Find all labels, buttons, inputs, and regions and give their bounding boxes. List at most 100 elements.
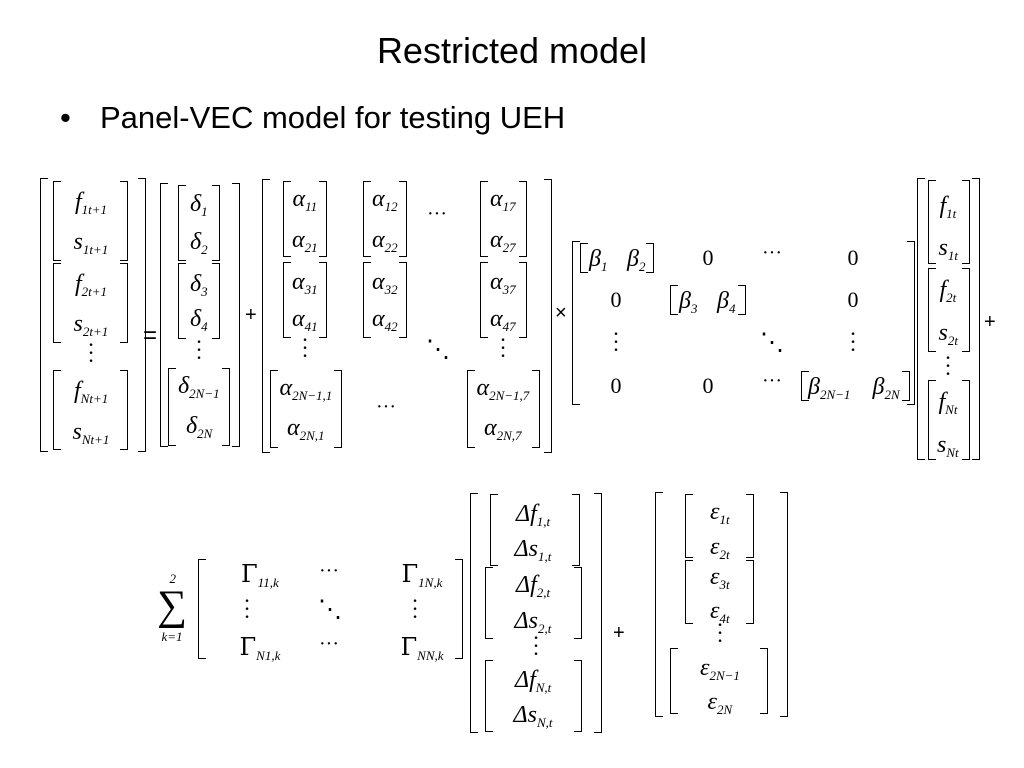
delta-entry: δ1 (190, 191, 208, 219)
slide-title: Restricted model (376, 30, 648, 71)
sum-upper-limit: 2 (169, 570, 177, 586)
beta-block-n-left-bracket (801, 371, 809, 401)
plus-sign: + (245, 303, 257, 326)
alpha-entry: α41 (292, 306, 318, 334)
delta-entry: δ3 (190, 271, 208, 299)
bullet-item: •Panel-VEC model for testing UEH (60, 100, 565, 136)
alpha-block-right-bracket (319, 181, 327, 257)
eps-block-2-right-bracket (746, 560, 754, 624)
lhs-block-2-right-bracket (120, 263, 128, 343)
eps-vector-left-bracket (655, 492, 663, 717)
gamma-entry: ΓNN,k (400, 632, 444, 663)
delta-entry: δ4 (190, 306, 208, 334)
lhs-vector-right-bracket (138, 178, 146, 452)
diff-block-1-left-bracket (490, 494, 498, 566)
zero-entry: 0 (702, 245, 714, 270)
diff-block-n-left-bracket (485, 660, 493, 732)
rhs-block-2-right-bracket (962, 268, 970, 352)
delta-entry: δ2 (190, 229, 208, 257)
alpha-entry: α2N,1 (287, 415, 325, 443)
diff-block-n-right-bracket (574, 660, 582, 732)
beta-entry: β3 (679, 288, 698, 316)
diff-vdots: ··· (532, 625, 540, 666)
beta-entry: β4 (717, 288, 736, 316)
alpha-entry: α12 (372, 186, 398, 214)
eps-entry: ε2N (707, 689, 733, 717)
beta-entry: β1 (589, 246, 608, 274)
delta-block-n-right-bracket (222, 368, 230, 446)
alpha-hdots: ··· (427, 203, 447, 225)
beta-entry: β2N (872, 374, 900, 402)
alpha-entry: α27 (490, 227, 516, 255)
delta-entry: δ2N (186, 413, 213, 441)
delta-vector-left-bracket (160, 183, 168, 447)
alpha-entry: α31 (292, 269, 318, 297)
eps-vdots: ··· (716, 612, 724, 653)
alpha-block-n1-left-bracket (270, 370, 278, 448)
gamma-vdots: ··· (243, 588, 251, 629)
diff-block-1-right-bracket (572, 494, 580, 566)
gamma-matrix-right-bracket (455, 559, 463, 659)
alpha-vdots: ··· (301, 327, 309, 368)
alpha-entry: α22 (372, 227, 398, 255)
delta-block-n-left-bracket (168, 368, 176, 446)
rhs-block-1-right-bracket (962, 180, 970, 264)
lhs-entry: sNt+1 (72, 419, 110, 447)
alpha-block-n1-right-bracket (334, 370, 342, 448)
lhs-entry: s2t+1 (73, 311, 109, 339)
alpha-block-right-bracket (519, 181, 527, 257)
lhs-block-n-left-bracket (53, 370, 61, 450)
rhs-block-1-left-bracket (928, 180, 936, 264)
zero-entry: 0 (610, 373, 622, 398)
rhs-block-2-left-bracket (928, 268, 936, 352)
delta-vector-right-bracket (232, 183, 240, 447)
alpha-entry: α37 (490, 269, 516, 297)
beta-vdots: ··· (612, 321, 620, 362)
beta-matrix-right-bracket (907, 241, 915, 405)
rhs-entry: s1t (938, 235, 958, 263)
lhs-vdots: ··· (87, 332, 95, 373)
beta-block-1-right-bracket (646, 243, 654, 273)
rhs-block-n-right-bracket (962, 380, 970, 460)
gamma-entry: ΓN1,k (239, 632, 281, 663)
rhs-entry: s2t (938, 320, 958, 348)
gamma-entry: Γ11,k (241, 559, 279, 590)
alpha-entry: α2N,7 (484, 415, 522, 443)
rhs-entry: fNt (938, 389, 958, 417)
gamma-hdots: ··· (319, 633, 339, 655)
beta-vdots: ··· (849, 321, 857, 362)
eps-block-1-right-bracket (746, 494, 754, 558)
delta-block-1-left-bracket (178, 185, 186, 261)
rhs-block-n-left-bracket (928, 380, 936, 460)
alpha-matrix-left-bracket (262, 179, 270, 453)
alpha-entry: α21 (292, 227, 318, 255)
diff-entry: Δs1,t (514, 536, 552, 564)
alpha-block-right-bracket (399, 181, 407, 257)
delta-block-2-left-bracket (178, 263, 186, 339)
eps-block-1-left-bracket (685, 494, 693, 558)
zero-entry: 0 (847, 245, 859, 270)
zero-entry: 0 (847, 287, 859, 312)
alpha-block-right-bracket (399, 262, 407, 338)
alpha-entry: α2N−1,1 (279, 375, 333, 403)
bullet-text: Panel-VEC model for testing UEH (100, 100, 566, 135)
rhs-vector-right-bracket (972, 178, 980, 460)
diff-vector-left-bracket (470, 493, 478, 733)
gamma-entry: Γ1N,k (401, 559, 443, 590)
lhs-entry: s1t+1 (73, 229, 109, 257)
diff-block-2-right-bracket (574, 567, 582, 639)
diff-vector-right-bracket (594, 493, 602, 733)
lhs-block-2-left-bracket (53, 263, 61, 343)
alpha-block-right-bracket (519, 262, 527, 338)
alpha-ddots: ⋱ (426, 337, 450, 363)
zero-entry: 0 (610, 287, 622, 312)
zero-entry: 0 (702, 373, 714, 398)
beta-hdots: ··· (762, 370, 782, 392)
delta-block-2-right-bracket (212, 263, 220, 339)
times-sign: × (555, 301, 567, 324)
eps-entry: ε3t (710, 564, 730, 592)
eps-vector-right-bracket (780, 492, 788, 717)
alpha-block-n7-right-bracket (532, 370, 540, 448)
alpha-entry: α2N−1,7 (476, 375, 530, 403)
beta-hdots: ··· (762, 242, 782, 264)
